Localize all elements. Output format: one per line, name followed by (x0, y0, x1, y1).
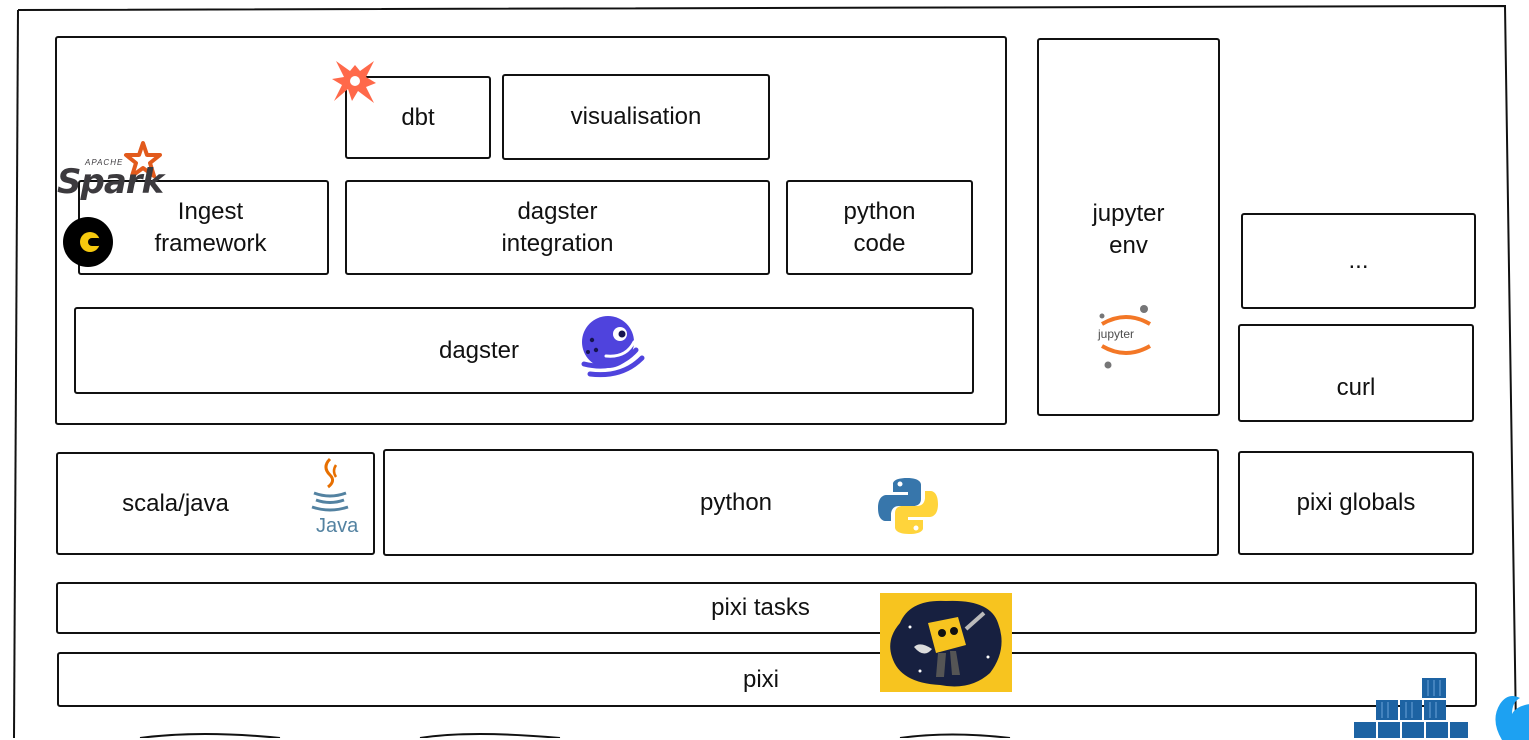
scala-java-label: scala/java (122, 489, 229, 517)
pixi-box[interactable]: pixi (57, 652, 1477, 707)
jupyter-logo: jupyter (1092, 302, 1162, 372)
python-code-box[interactable]: python code (786, 180, 973, 275)
ellipsis-box[interactable]: ... (1241, 213, 1476, 309)
pixi-label: pixi (742, 665, 779, 693)
ingest-logo-icon (63, 217, 113, 267)
scala-java-box[interactable]: scala/java (56, 452, 375, 555)
pixi-globals-label: pixi globals (1296, 489, 1416, 516)
ingest-framework-label: Ingest framework (154, 197, 267, 257)
spark-logo: APACHE Spark (55, 140, 165, 202)
curl-label: curl (1336, 374, 1376, 401)
python-code-label: python code (843, 197, 916, 257)
pixi-tasks-box[interactable]: pixi tasks (56, 582, 1477, 634)
python-icon (878, 478, 938, 534)
jupyter-logo-text: jupyter (1098, 327, 1135, 341)
bird-icon (1495, 696, 1529, 740)
pixi-globals-box[interactable]: pixi globals (1238, 451, 1474, 555)
python-box[interactable]: python (383, 449, 1219, 556)
java-logo-text: Java (316, 515, 359, 537)
spark-apache-text: APACHE (85, 158, 124, 167)
dagster-label: dagster (438, 336, 520, 364)
visualisation-box[interactable]: visualisation (502, 74, 770, 160)
python-label: python (699, 488, 773, 516)
dagster-integration-box[interactable]: dagster integration (345, 180, 770, 275)
curl-box[interactable]: curl (1238, 324, 1474, 422)
orchestration-group (55, 36, 1007, 425)
ingest-framework-box[interactable]: Ingest framework (78, 180, 329, 275)
dbt-box[interactable]: dbt (345, 76, 491, 159)
dagster-box[interactable]: dagster (74, 307, 974, 394)
dagster-icon (581, 316, 645, 378)
jupyter-env-label: jupyter env (1092, 200, 1165, 259)
spark-text: Spark (57, 162, 164, 202)
java-logo: Java (300, 455, 360, 545)
jupyter-env-box[interactable]: jupyter env (1037, 38, 1220, 416)
pixi-tasks-label: pixi tasks (711, 594, 810, 621)
ellipsis-label: ... (1348, 247, 1369, 274)
docker-containers-icon (1354, 678, 1468, 738)
dagster-integration-label: dagster integration (501, 197, 614, 257)
dbt-label: dbt (401, 103, 435, 131)
pixi-mascot-icon (880, 593, 1012, 692)
visualisation-label: visualisation (570, 103, 702, 130)
dbt-icon (332, 61, 376, 103)
